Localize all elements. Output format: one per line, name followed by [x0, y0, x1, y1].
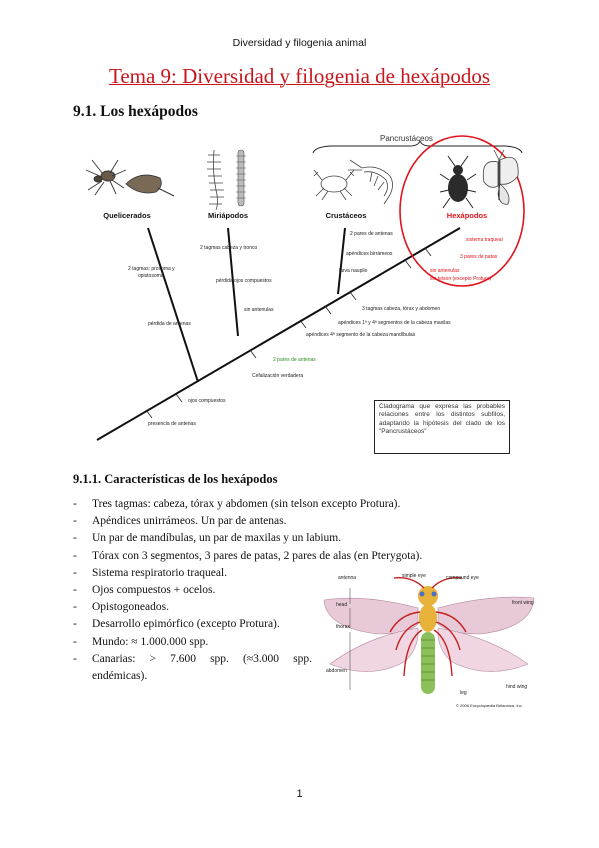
shrimp-icon [348, 159, 393, 205]
label-antenna: antenna [338, 575, 357, 581]
miriapodos-char-3: sin antenulas [244, 307, 274, 313]
mandibulata-char-1: 3 tagmas cabeza, tórax y abdomen [362, 306, 441, 312]
cladogram-caption: Cladograma que expresa las probables rel… [374, 400, 510, 454]
list-item: -Desarrollo epimórfico (excepto Protura)… [73, 618, 280, 631]
characteristics-list: -Tres tagmas: cabeza, tórax y abdomen (s… [73, 496, 422, 685]
centipede-icon [207, 149, 224, 211]
list-item: -Mundo: ≈ 1.000.000 spp. [73, 635, 209, 648]
miriapodos-char-2: pérdida ojos compuestos [216, 278, 272, 284]
basal-char-4: presencia de antenas [148, 421, 196, 427]
horseshoe-crab-icon [125, 174, 175, 197]
group-quelicerados: Quelicerados [103, 211, 151, 220]
hexapodos-char-2: 3 pares de patas [460, 254, 498, 260]
list-item: -Tórax con 3 segmentos, 3 pares de patas… [73, 549, 423, 562]
hexapodos-char-1: sistema traqueal [466, 237, 503, 243]
list-item: -Un par de mandíbulas, un par de maxilas… [73, 532, 342, 545]
pancrustacea-label: Pancrustáceos [380, 134, 433, 143]
list-item: -Apéndices unirrámeos. Un par de antenas… [73, 515, 287, 528]
butterfly-icon [482, 149, 519, 205]
miriapodos-char-1: 2 tagmas cabeza y tronco [200, 245, 258, 251]
basal-char-3: ojos compuestos [188, 398, 226, 404]
label-abdomen: abdomen [326, 668, 347, 674]
quelicerados-char-1: 2 tagmas: prosoma y [128, 266, 175, 272]
spider-icon [85, 159, 127, 196]
page-number: 1 [296, 788, 303, 800]
group-crustaceos: Crustáceos [325, 211, 367, 220]
crustaceos-char-2: apéndices birrámeos [346, 251, 393, 257]
quelicerados-char-3: pérdida de antenas [148, 321, 191, 327]
list-item: -Canarias: > 7.600 spp. (≈3.000 spp. end… [73, 652, 312, 683]
subsection-heading: 9.1.1. Características de los hexápodos [73, 472, 278, 486]
label-thorax: thorax [336, 624, 350, 630]
list-item: -Sistema respiratorio traqueal. [73, 566, 228, 579]
hexapodos-char-4: sin telson (excepto Protura) [430, 276, 492, 282]
crustaceos-char-1: 2 pares de antenas [350, 231, 393, 237]
list-item: -Ojos compuestos + ocelos. [73, 584, 216, 597]
beetle-icon [439, 155, 477, 209]
label-compound-eye: compound eye [446, 575, 479, 581]
running-header: Diversidad y filogenia animal [232, 37, 367, 49]
label-hind-wing: hind wing [506, 684, 528, 690]
label-simple-eye: simple eye [402, 573, 426, 579]
mandibulata-char-2: apéndices 1ª y 4ª segmentos de la cabeza… [338, 320, 451, 326]
list-item: -Opistogoneados. [73, 601, 169, 614]
label-head: head [336, 602, 348, 608]
group-hexapodos: Hexápodos [446, 211, 488, 220]
millipede-icon [236, 149, 246, 207]
basal-char-2: Cefalización verdadera [252, 373, 304, 379]
label-front-wing: front wing [512, 600, 534, 606]
mandibulata-char-3: apéndices 4ª segmento de la cabeza mandí… [306, 332, 416, 338]
hexapodos-char-3: sin antenulas [430, 268, 460, 274]
basal-char-1: 2 pares de antenas [273, 357, 316, 363]
crab-icon [313, 169, 355, 201]
list-item: -Tres tagmas: cabeza, tórax y abdomen (s… [73, 498, 401, 510]
crustaceos-char-3: larva nauplio [339, 268, 368, 274]
figure-credit: © 2006 Encyclopædia Britannica, Inc. [456, 703, 523, 708]
label-leg: leg [460, 690, 467, 696]
insect-anatomy-figure [320, 572, 540, 710]
section-heading: 9.1. Los hexápodos [73, 103, 198, 120]
group-miriapodos: Miriápodos [207, 211, 248, 220]
page-title: Tema 9: Diversidad y filogenia de hexápo… [108, 64, 491, 88]
quelicerados-char-2: opistosoma [138, 273, 164, 279]
